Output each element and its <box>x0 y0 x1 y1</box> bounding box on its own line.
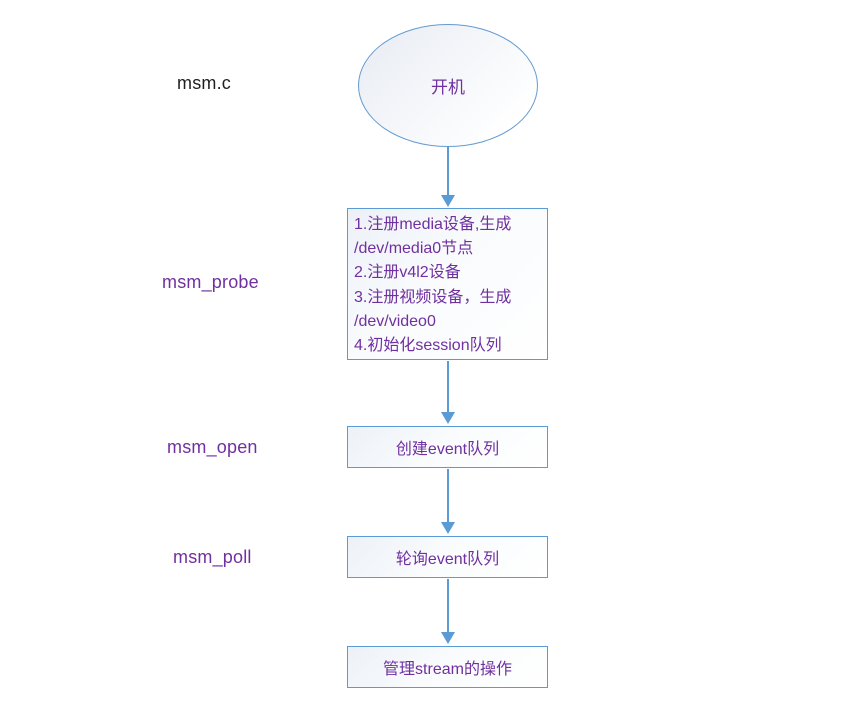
flow-node-poll-box: 轮询event队列 <box>347 536 548 578</box>
label-msm-c: msm.c <box>177 73 231 93</box>
arrow-head-icon <box>441 632 455 644</box>
flow-node-start-ellipse: 开机 <box>358 24 538 147</box>
arrow-start-to-probe <box>441 147 455 207</box>
flow-node-stream-text: 管理stream的操作 <box>383 661 512 678</box>
flow-node-probe-box: 1.注册media设备,生成 /dev/media0节点 2.注册v4l2设备 … <box>347 208 548 360</box>
arrow-poll-to-stream <box>441 579 455 644</box>
arrow-probe-to-open <box>441 361 455 424</box>
label-msm-open: msm_open <box>167 437 258 457</box>
arrow-open-to-poll <box>441 469 455 534</box>
flow-node-poll-text: 轮询event队列 <box>395 551 500 568</box>
arrow-head-icon <box>441 412 455 424</box>
label-msm-poll: msm_poll <box>173 547 252 567</box>
flow-node-start-text: 开机 <box>431 78 465 97</box>
flow-node-stream-box: 管理stream的操作 <box>347 646 548 688</box>
arrow-head-icon <box>441 522 455 534</box>
arrow-head-icon <box>441 195 455 207</box>
flow-node-open-box: 创建event队列 <box>347 426 548 468</box>
label-msm-probe: msm_probe <box>162 272 259 292</box>
flow-node-open-text: 创建event队列 <box>395 441 500 458</box>
